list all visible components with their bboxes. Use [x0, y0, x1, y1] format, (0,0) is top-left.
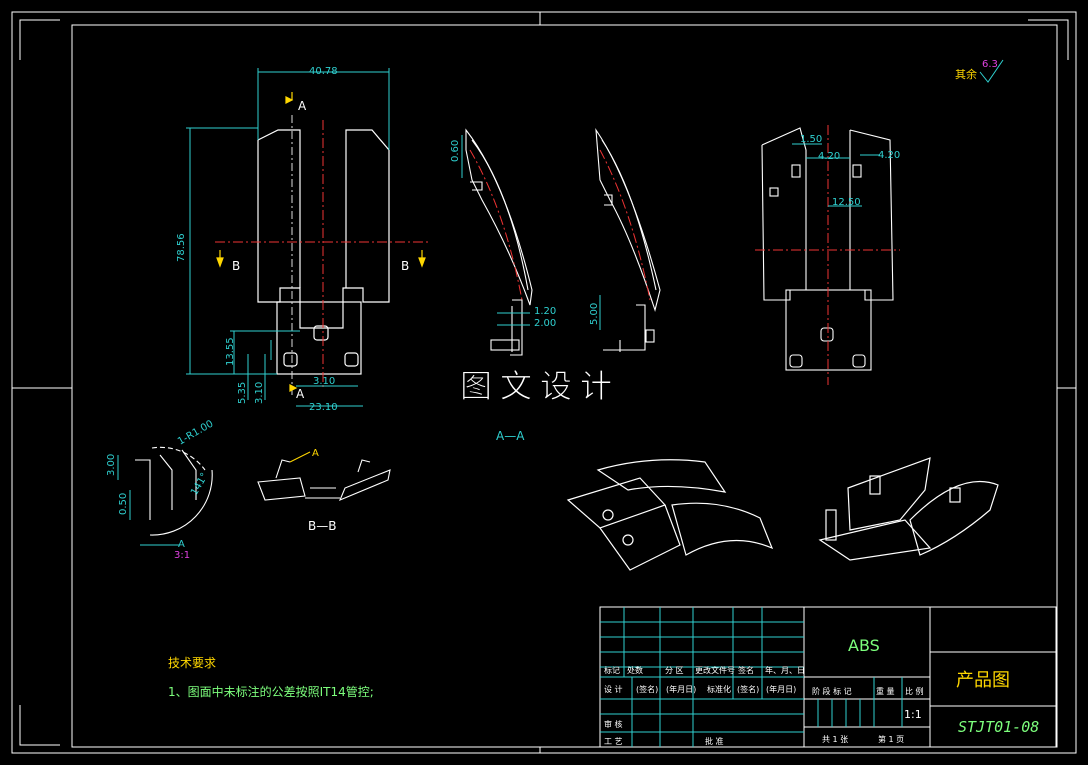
section-mark-b-left: B — [232, 259, 240, 273]
section-mark-a-top: A — [298, 99, 307, 113]
sheet-border — [11, 11, 1077, 754]
tech-req-item-1: 1、图面中未标注的公差按照IT14管控; — [168, 684, 374, 699]
isometric-view-1 — [566, 459, 774, 571]
dim-4-20-left: 4.20 — [818, 151, 840, 162]
back-view: 1.50 4.20 4.20 12.50 — [755, 125, 900, 385]
tb-row-standard-date: (年月日) — [766, 684, 796, 694]
dim-0-50: 0.50 — [118, 493, 129, 515]
detail-a-view: 3.00 0.50 1-R1.00 141° A 3:1 — [106, 418, 215, 561]
detail-a-scale: 3:1 — [174, 550, 190, 561]
tb-row-design-date: (年月日) — [666, 684, 696, 694]
tb-sheets-total: 共 1 张 — [822, 735, 848, 744]
tb-material: ABS — [848, 636, 880, 655]
tb-sheet-no: 第 1 页 — [878, 734, 904, 744]
tb-scale-label: 比 例 — [905, 686, 924, 696]
roughness-prefix: 其余 — [955, 67, 977, 81]
isometric-view-2 — [818, 457, 999, 561]
tech-req-title: 技术要求 — [168, 656, 216, 670]
tb-row-approve: 批 准 — [705, 736, 724, 746]
detail-a-letter: A — [178, 539, 185, 550]
dim-5-35: 5.35 — [237, 382, 248, 404]
tb-col-sign: 签名 — [738, 665, 754, 675]
technical-requirements: 技术要求 1、图面中未标注的公差按照IT14管控; — [168, 656, 374, 699]
tb-row-process: 工 艺 — [604, 737, 623, 746]
dim-3-10-vertical: 3.10 — [254, 382, 265, 404]
tb-drawing-number: STJT01-08 — [958, 718, 1039, 736]
dim-1-20: 1.20 — [534, 306, 556, 317]
surface-roughness-note: 其余 6.3 — [955, 59, 1004, 83]
dim-13-55: 13.55 — [225, 337, 236, 366]
dim-23-10: 23.10 — [309, 402, 338, 413]
tb-row-standard-sign: (签名) — [737, 684, 759, 694]
side-view: 5.00 — [589, 127, 661, 352]
dim-4-20-right: 4.20 — [878, 150, 900, 161]
dim-3-00: 3.00 — [106, 454, 117, 476]
section-a-a-view: 0.60 1.20 2.00 A—A — [450, 128, 556, 443]
section-label-b-b: B—B — [308, 519, 336, 533]
dim-1-50: 1.50 — [800, 134, 822, 145]
tb-row-standard: 标准化 — [707, 684, 731, 694]
watermark-text: 图文设计 — [460, 367, 620, 405]
roughness-value: 6.3 — [982, 59, 998, 70]
tb-col-doc: 更改文件号 — [695, 665, 735, 675]
front-view: 40.78 78.56 13.55 5.35 3.10 3.10 23.10 A… — [176, 66, 430, 413]
dim-r1-00: 1-R1.00 — [176, 418, 215, 447]
section-label-a-a: A—A — [496, 429, 525, 443]
dim-height-main: 78.56 — [176, 233, 187, 262]
tb-drawing-title: 产品图 — [956, 670, 1010, 691]
dim-5-00: 5.00 — [589, 303, 600, 325]
detail-callout-a: A — [312, 448, 319, 459]
dim-0-60: 0.60 — [450, 140, 461, 162]
tb-row-review: 审 核 — [604, 719, 623, 729]
dim-3-10-horizontal: 3.10 — [313, 376, 335, 387]
dim-2-00: 2.00 — [534, 318, 556, 329]
tb-weight: 重 量 — [876, 686, 895, 696]
tb-scale-value: 1:1 — [904, 708, 922, 721]
tb-col-mark: 标记 — [604, 665, 620, 675]
tb-col-date: 年、月、日 — [765, 665, 805, 675]
tb-stage-mark: 阶 段 标 记 — [812, 686, 852, 696]
tb-col-count: 处数 — [627, 665, 643, 675]
tb-col-zone: 分 区 — [665, 666, 684, 675]
tb-row-design-sign: (签名) — [636, 684, 658, 694]
section-mark-a-bottom: A — [296, 387, 305, 401]
dim-width-top: 40.78 — [309, 66, 338, 77]
dim-12-50: 12.50 — [832, 197, 861, 208]
tb-row-design: 设 计 — [604, 684, 623, 694]
title-block: 标记 处数 分 区 更改文件号 签名 年、月、日 设 计 (签名) (年月日) … — [599, 606, 1057, 748]
section-b-b-view: A B—B — [257, 448, 391, 533]
dim-141-deg: 141° — [189, 471, 211, 497]
section-mark-b-right: B — [401, 259, 409, 273]
